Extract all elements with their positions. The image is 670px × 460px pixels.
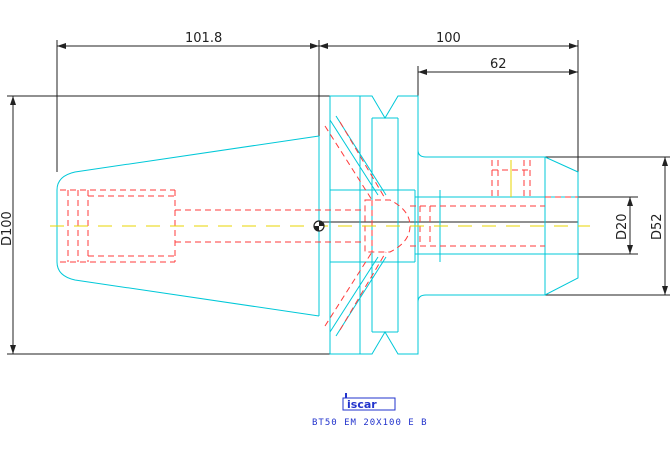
part-caption: BT50 EM 20X100 E B [312,418,428,428]
reference-point-marker [313,220,325,232]
dim-body-diameter: D52 [650,213,665,240]
dim-extension-length: 62 [490,57,507,72]
dim-shank-length: 101.8 [185,31,222,46]
hidden-lines [60,121,578,331]
dim-overall-length: 100 [436,31,461,46]
dim-bore-diameter: D20 [615,213,630,240]
centerline [50,160,590,227]
iscar-logo: iscar [342,393,396,411]
logo-brand-text: iscar [347,398,377,411]
dim-flange-diameter: D100 [0,211,15,246]
dimension-lines [7,40,670,355]
